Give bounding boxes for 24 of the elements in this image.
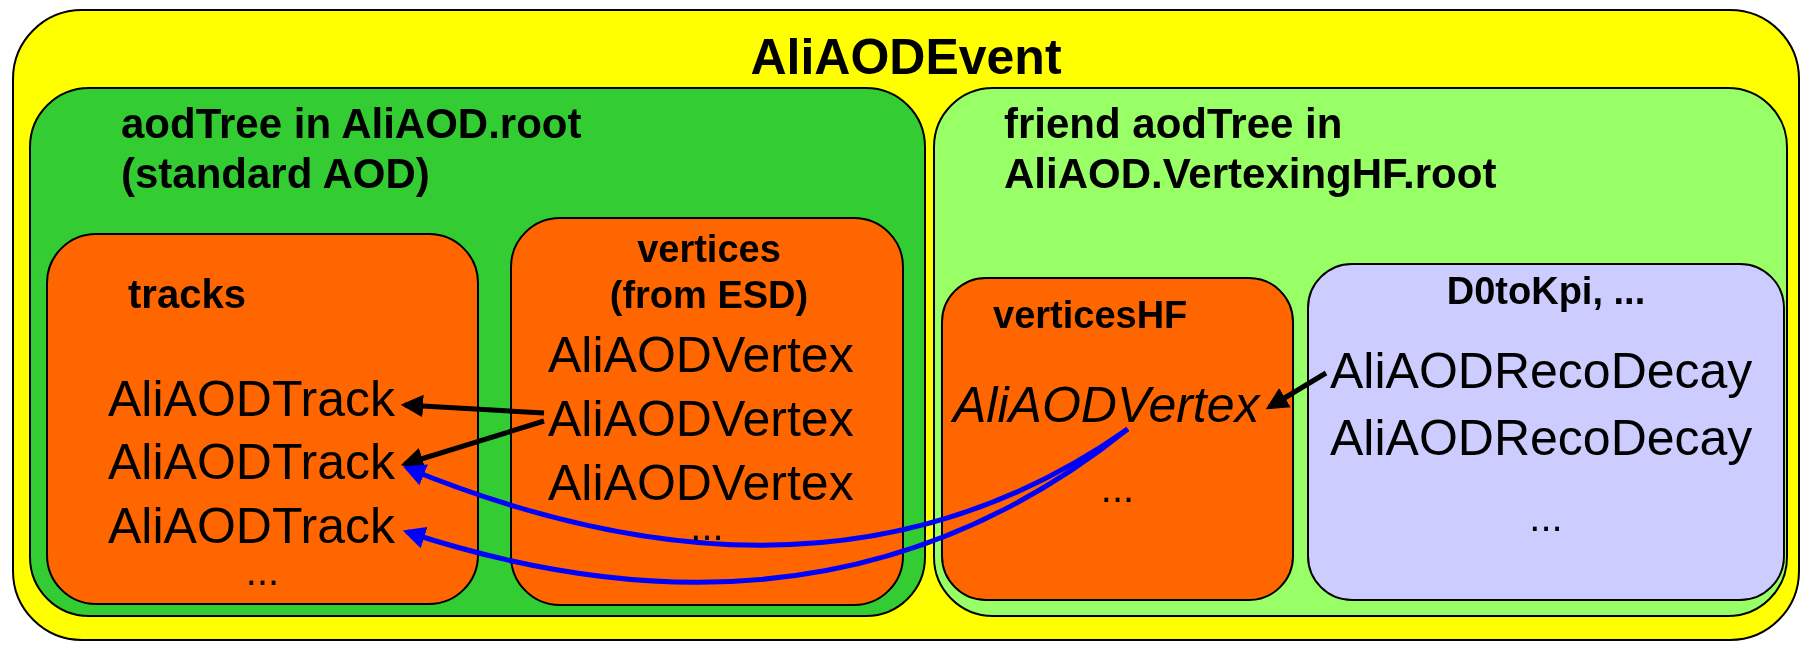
box-title: verticesHF xyxy=(993,293,1188,338)
class-name-label: AliAODVertex xyxy=(548,325,854,385)
class-name-label: AliAODTrack xyxy=(108,432,396,492)
ellipsis: ... xyxy=(1099,465,1136,512)
container-title: AliAODEvent xyxy=(749,28,1063,87)
collection-box xyxy=(1307,263,1785,601)
ellipsis: ... xyxy=(1528,494,1564,541)
collection-box xyxy=(46,233,479,605)
tree-container xyxy=(933,87,1788,617)
box-title: tracks xyxy=(128,271,246,318)
collection-box xyxy=(510,217,904,606)
box-title: vertices (from ESD) xyxy=(608,227,810,318)
event-container xyxy=(12,9,1800,641)
container-title: aodTree in AliAOD.root (standard AOD) xyxy=(121,99,583,200)
container-title: friend aodTree in AliAOD.VertexingHF.root xyxy=(1004,99,1498,200)
class-name-label: AliAODRecoDecay xyxy=(1330,341,1753,401)
arrow xyxy=(402,427,1130,585)
arrow xyxy=(400,394,545,418)
class-name-label: AliAODRecoDecay xyxy=(1330,408,1753,468)
class-name-label: AliAODTrack xyxy=(108,369,396,429)
collection-box xyxy=(941,277,1294,601)
box-title: D0toKpi, ... xyxy=(1445,269,1647,314)
tree-container xyxy=(29,87,926,617)
class-name-label: AliAODVertex xyxy=(548,389,854,449)
